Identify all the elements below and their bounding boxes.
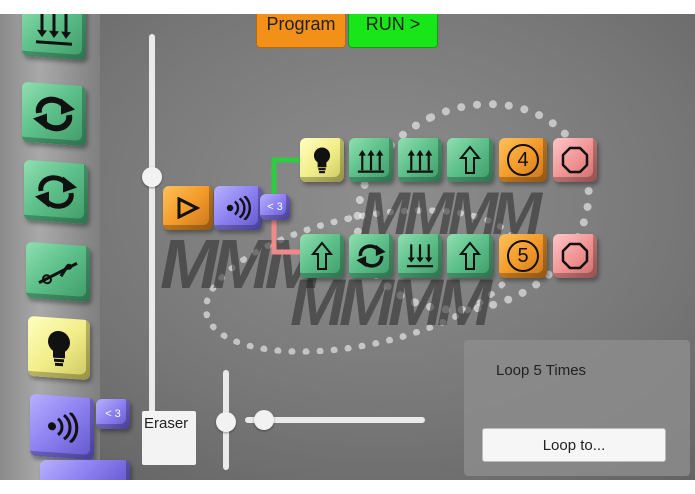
- true-branch-line: [271, 157, 300, 202]
- down-arrows-icon: [36, 14, 72, 46]
- play-icon: [177, 197, 201, 219]
- run-button-label: RUN >: [365, 14, 421, 34]
- palette-loop-block[interactable]: [22, 81, 86, 147]
- false-branch-line: [271, 218, 300, 255]
- lightbulb-block[interactable]: [300, 138, 344, 182]
- lightbulb-icon: [48, 330, 70, 367]
- up-arrows-icon: [357, 149, 385, 173]
- sound-icon: [48, 411, 79, 444]
- stop-block[interactable]: [553, 234, 597, 278]
- run-button[interactable]: RUN >: [348, 14, 438, 48]
- sound-icon: [226, 196, 251, 220]
- eraser-label: Eraser: [144, 415, 189, 432]
- counter-circle: 4: [507, 144, 539, 176]
- up-arrow-icon: [459, 145, 481, 174]
- sensor-threshold-tab[interactable]: < 3: [260, 194, 290, 220]
- palette-scroll-track[interactable]: [149, 34, 155, 420]
- up-arrows-block[interactable]: [349, 138, 393, 182]
- shadow-lettering: MMM: [160, 225, 323, 303]
- palette-scroll-knob[interactable]: [142, 167, 162, 187]
- lightbulb-icon: [313, 147, 331, 174]
- stop-icon: [561, 146, 589, 174]
- eraser-button[interactable]: Eraser: [142, 411, 196, 465]
- palette-seesaw-block[interactable]: [26, 241, 90, 303]
- palette-sensor-label: < 3: [105, 408, 121, 420]
- counter-block-bottom[interactable]: 5: [499, 234, 547, 278]
- branch-connectors: [271, 157, 300, 255]
- sound-sensor-block[interactable]: [214, 186, 262, 230]
- palette-partial-block[interactable]: [40, 460, 130, 480]
- stop-block[interactable]: [553, 138, 597, 182]
- block-palette[interactable]: < 3: [0, 14, 130, 480]
- up-arrow-icon: [459, 241, 481, 270]
- up-arrow-block[interactable]: [447, 138, 493, 182]
- up-arrows-icon: [406, 149, 434, 173]
- loop-icon: [35, 175, 77, 209]
- loop-icon: [356, 244, 386, 268]
- seesaw-icon: [38, 261, 78, 285]
- loop-to-button[interactable]: Loop to...: [482, 428, 666, 462]
- sensor-threshold-label: < 3: [267, 201, 283, 213]
- start-block[interactable]: [163, 186, 213, 230]
- loop-icon: [33, 96, 75, 132]
- inspector-title: Loop 5 Times: [496, 362, 587, 379]
- up-arrow-block[interactable]: [447, 234, 493, 278]
- horizontal-zoom-knob[interactable]: [254, 410, 274, 430]
- program-button-label: Program: [266, 14, 336, 34]
- counter-value: 5: [517, 244, 529, 267]
- down-arrows-block[interactable]: [398, 234, 442, 278]
- palette-sound-sensor-block[interactable]: [30, 393, 94, 461]
- horizontal-zoom-track[interactable]: [245, 417, 425, 423]
- vertical-zoom-knob[interactable]: [216, 412, 236, 432]
- palette-down-arrows-block[interactable]: [22, 14, 86, 61]
- loop-inspector-panel: Loop 5 Times Loop to...: [464, 340, 690, 476]
- program-button[interactable]: Program: [256, 14, 346, 48]
- up-arrow-block[interactable]: [300, 234, 344, 278]
- loop-block[interactable]: [349, 234, 393, 278]
- counter-value: 4: [517, 148, 529, 171]
- up-arrows-block[interactable]: [398, 138, 442, 182]
- up-arrow-icon: [311, 241, 333, 270]
- program-canvas: MMM MMMM MMMM: [0, 14, 695, 480]
- counter-circle: 5: [507, 240, 539, 272]
- palette-lightbulb-block[interactable]: [28, 315, 90, 381]
- palette-loop-block[interactable]: [24, 159, 88, 225]
- down-arrows-icon: [406, 244, 434, 268]
- palette-sensor-tab[interactable]: < 3: [96, 399, 130, 429]
- stop-icon: [561, 242, 589, 270]
- counter-block-top[interactable]: 4: [499, 138, 547, 182]
